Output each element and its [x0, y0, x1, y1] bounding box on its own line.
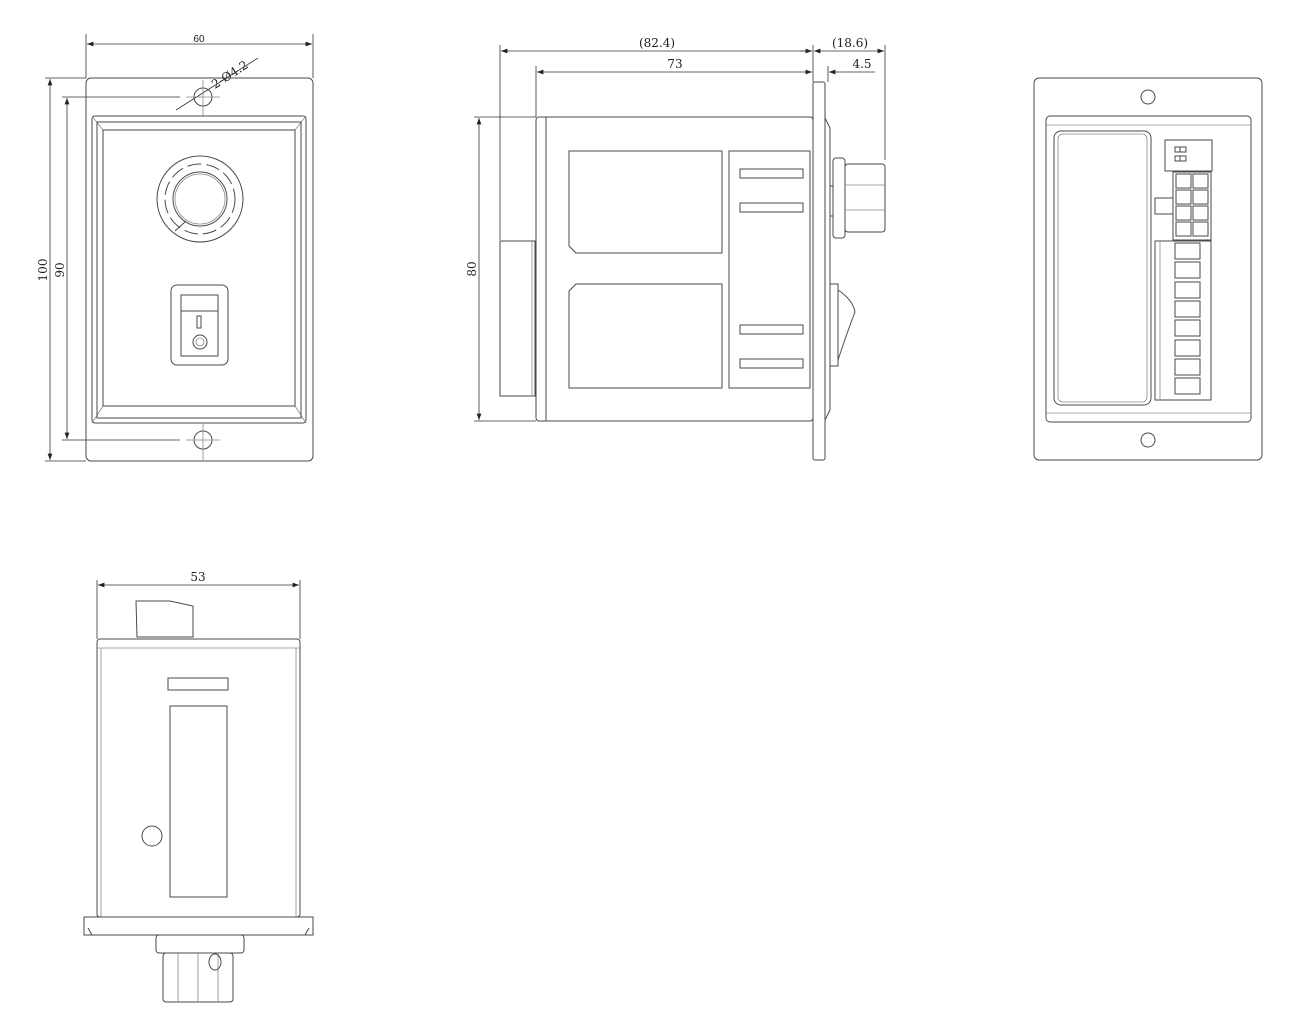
dimension-height-80: 80 [465, 116, 536, 422]
vent-slot [167, 677, 229, 691]
off-mark [192, 334, 208, 350]
dimension-53: 53 [96, 570, 301, 639]
dim-label-73: 73 [667, 57, 682, 71]
side-view: (82.4) 73 (18.6) 4.5 80 [465, 36, 886, 461]
rocker-side [830, 283, 856, 367]
rear-plate [1033, 77, 1263, 461]
rear-frame [1045, 115, 1252, 423]
rocker-switch [170, 284, 229, 366]
terminal-block [1154, 240, 1212, 401]
panel-flange [812, 81, 826, 461]
dip-switch [1164, 139, 1213, 172]
dim-label-hole: 2-Ø4.2 [209, 58, 251, 92]
dim-label-90: 90 [53, 262, 67, 277]
vent-slot [739, 324, 804, 335]
side-window-upper [568, 150, 723, 254]
vent-slot [739, 168, 804, 179]
side-window-lower [568, 283, 723, 389]
front-panel [102, 129, 296, 407]
vent-panel [728, 150, 811, 389]
connector-8-pin [1154, 171, 1212, 241]
rear-view [1033, 77, 1263, 461]
dimension-hole: 2-Ø4.2 [175, 57, 259, 111]
front-view: 60 100 90 2-Ø4.2 [36, 34, 314, 462]
mounting-hole-bottom [1140, 432, 1156, 448]
vent-slot [739, 358, 804, 369]
dim-label-60: 60 [193, 34, 205, 45]
knob-bottom [155, 934, 245, 1003]
vent-slot [739, 202, 804, 213]
bezel-frame [91, 115, 307, 424]
dimension-height: 100 90 [36, 77, 180, 462]
knob-side [829, 157, 886, 239]
mounting-hole-top [1140, 89, 1156, 105]
rear-connector-block [499, 240, 536, 397]
bottom-view: 53 [83, 570, 314, 1003]
bottom-flange [83, 916, 314, 936]
dim-label-4-5: 4.5 [852, 57, 871, 71]
rear-recess [1053, 130, 1152, 406]
indicator-hole [141, 825, 163, 847]
speed-knob [156, 155, 244, 243]
dim-label-80: 80 [465, 261, 479, 276]
dim-label-53: 53 [190, 570, 205, 584]
dimensions-depth: (82.4) 73 (18.6) 4.5 [499, 36, 886, 240]
bottom-housing [96, 638, 301, 918]
connector-tab [135, 600, 194, 638]
on-mark [196, 315, 202, 329]
housing-body [535, 116, 814, 422]
dim-label-100: 100 [36, 259, 50, 282]
mounting-plate [85, 77, 314, 462]
dim-label-82-4: (82.4) [639, 36, 675, 50]
bottom-window [169, 705, 228, 898]
dimension-width: 60 [85, 34, 314, 78]
dim-label-18-6: (18.6) [832, 36, 868, 50]
